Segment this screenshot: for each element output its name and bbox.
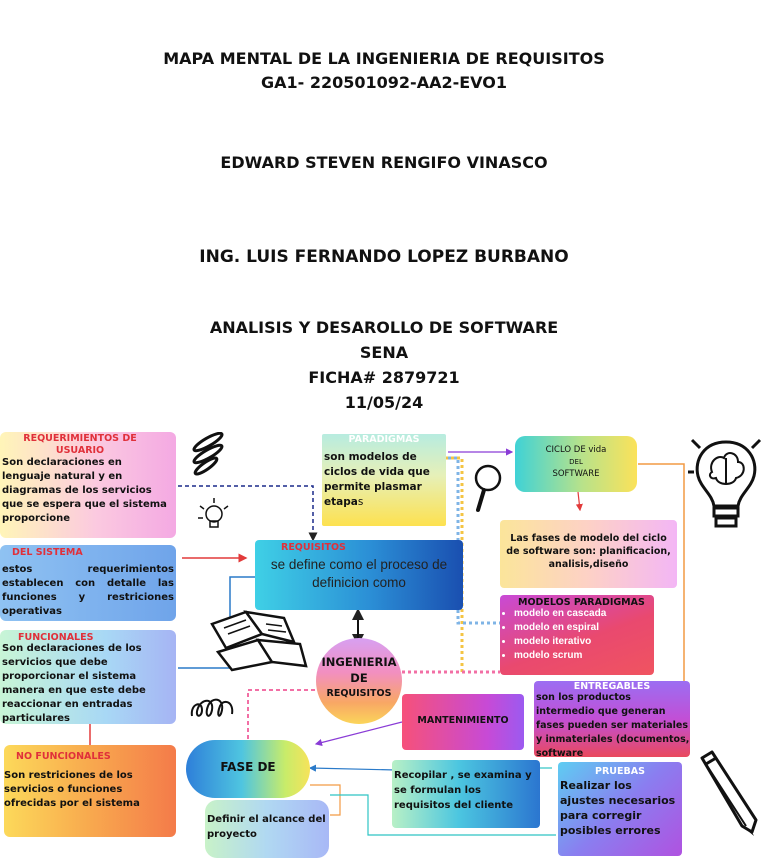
node-text: Realizar los ajustes necesarios para cor…	[560, 779, 676, 837]
node-line: DE	[350, 671, 368, 685]
date: 11/05/24	[344, 393, 424, 412]
spring-doodle-icon	[190, 698, 234, 717]
node-title: DEL SISTEMA	[12, 547, 83, 558]
node-title: NO FUNCIONALES	[16, 751, 111, 762]
node-text: MANTENIMIENTO	[417, 715, 509, 726]
node-title: PARADIGMAS	[348, 434, 420, 445]
ficha-number: FICHA# 2879721	[308, 368, 460, 387]
pencil-icon	[700, 750, 758, 836]
list-item: modelo en cascada	[514, 607, 606, 621]
title-line-2: GA1- 220501092-AA2-EVO1	[261, 73, 507, 92]
node-ingenieria-de-requisitos: INGENIERIA DE REQUISITOS	[316, 638, 402, 724]
node-text: Son restriciones de los servicios o func…	[4, 770, 140, 809]
node-title: PRUEBAS	[595, 766, 645, 777]
brain-bulb-icon	[688, 438, 762, 528]
node-text: FASE DE	[220, 760, 276, 774]
node-pruebas: PRUEBAS Realizar los ajustes necesarios …	[558, 762, 682, 856]
node-title: MODELOS PARADIGMAS	[518, 597, 645, 608]
modelos-list: modelo en cascada modelo en espiral mode…	[500, 607, 606, 663]
open-book-icon	[210, 610, 308, 672]
node-text: se define como el proceso de definicion …	[270, 557, 448, 590]
node-text: Son declaraciones de los servicios que d…	[2, 643, 146, 724]
node-fases-modelo: Las fases de modelo del ciclo de softwar…	[500, 520, 677, 588]
node-definir: Definir el alcance del proyecto	[205, 800, 329, 858]
teacher-name: ING. LUIS FERNANDO LOPEZ BURBANO	[199, 247, 569, 267]
node-line: SOFTWARE	[552, 469, 600, 479]
node-text: Son declaraciones en lenguaje natural y …	[2, 457, 167, 524]
author-name: EDWARD STEVEN RENGIFO VINASCO	[220, 153, 548, 172]
node-line: INGENIERIA	[321, 655, 397, 669]
node-text: Las fases de modelo del ciclo de softwar…	[506, 533, 671, 570]
list-item: modelo scrum	[514, 649, 606, 663]
node-recopilar: Recopilar , se examina y se formulan los…	[392, 760, 540, 828]
node-line: DEL	[569, 458, 583, 466]
node-funcionales: FUNCIONALES Son declaraciones de los ser…	[0, 630, 176, 724]
node-text: son modelos de ciclos de vida que permit…	[324, 451, 430, 508]
node-del-sistema: DEL SISTEMA estos requerimientos estable…	[0, 545, 176, 621]
node-fase-de: FASE DE	[186, 740, 310, 798]
node-line: CICLO DE vida	[545, 445, 607, 455]
node-text: Definir el alcance del proyecto	[207, 814, 326, 840]
node-title: REQUISITOS	[281, 542, 346, 553]
node-title: ENTREGABLES	[573, 681, 651, 692]
list-item: modelo iterativo	[514, 635, 606, 649]
node-line: REQUISITOS	[326, 688, 392, 699]
tally-doodle-icon	[192, 432, 224, 476]
node-requerimientos-usuario: REQUERIMIENTOS DE USUARIO Son declaracio…	[0, 432, 176, 538]
magnifier-icon	[474, 464, 502, 512]
node-mantenimiento: MANTENIMIENTO	[402, 694, 524, 750]
title-line-1: MAPA MENTAL DE LA INGENIERIA DE REQUISIT…	[163, 49, 605, 68]
node-requisitos: REQUISITOS se define como el proceso de …	[255, 540, 463, 610]
node-no-funcionales: NO FUNCIONALES Son restriciones de los s…	[4, 745, 176, 837]
node-ciclo-de-vida: CICLO DE vida DEL SOFTWARE	[515, 436, 637, 492]
node-title: REQUERIMIENTOS DE USUARIO	[23, 433, 137, 456]
node-title: FUNCIONALES	[18, 632, 94, 643]
lightbulb-icon	[198, 498, 229, 528]
node-text: son los productos intermedio que generan…	[536, 692, 690, 757]
node-paradigmas: PARADIGMAS son modelos de ciclos de vida…	[322, 434, 446, 526]
node-text: Recopilar , se examina y se formulan los…	[394, 770, 532, 811]
list-item: modelo en espiral	[514, 621, 606, 635]
node-entregables: ENTREGABLES son los productos intermedio…	[534, 681, 690, 757]
node-modelos-paradigmas: MODELOS PARADIGMAS modelo en cascada mod…	[500, 595, 654, 675]
program-name: ANALISIS Y DESAROLLO DE SOFTWARE	[209, 318, 559, 337]
institution-name: SENA	[359, 343, 409, 362]
node-text: estos requerimientos establecen con deta…	[2, 564, 174, 617]
